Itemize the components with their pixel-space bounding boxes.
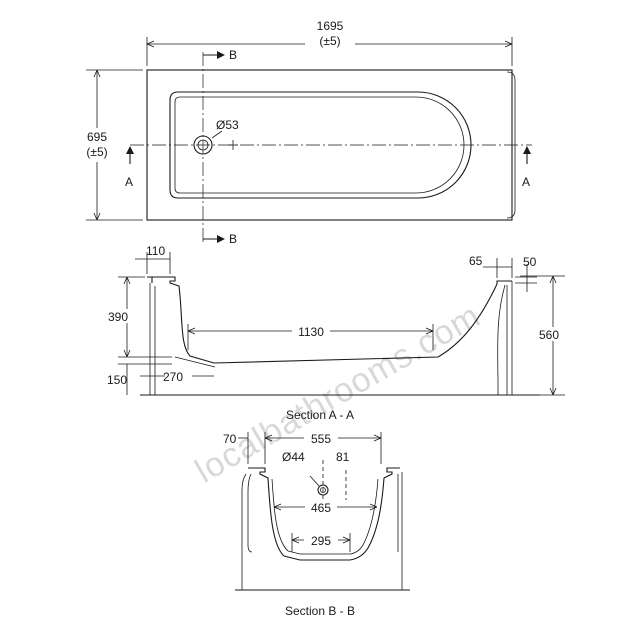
- b-mid-label: 465: [311, 501, 331, 515]
- section-a-right-panel: [506, 281, 513, 395]
- section-b-inner: [271, 478, 379, 555]
- plan-basin-inner: [174, 96, 465, 194]
- section-a-waste: [174, 356, 216, 368]
- a-rim-right-a-label: 65: [469, 254, 483, 268]
- plan-width-tolerance: (±5): [86, 145, 107, 159]
- a-rim-left-label: 110: [146, 244, 165, 258]
- section-b-right-wall: [397, 472, 403, 590]
- section-b-profile: [248, 467, 400, 561]
- plan-width-label: 695: [87, 130, 107, 144]
- plan-waste-inner: [197, 139, 209, 151]
- plan-basin-outer: [169, 91, 472, 199]
- a-floor-label: 1130: [298, 325, 324, 339]
- section-b-left-panel: [241, 473, 253, 590]
- section-a-caption: Section A - A: [286, 408, 354, 422]
- a-height-label: 560: [539, 328, 559, 342]
- section-a-right-support: [497, 284, 506, 395]
- section-a-left-wall: [149, 283, 156, 395]
- b-waste-label: Ø44: [282, 450, 305, 464]
- a-depth-label: 390: [108, 310, 128, 324]
- section-a-profile: [147, 276, 512, 364]
- plan-waste-leader: [211, 130, 223, 139]
- section-b-view: 70 555 Ø44 81 465 295 Section B - B: [223, 431, 410, 618]
- section-b-caption: Section B - B: [285, 604, 355, 618]
- a-waste-label: 270: [163, 370, 183, 384]
- plan-waste-outer: [193, 135, 213, 155]
- plan-waste-label: Ø53: [216, 118, 239, 132]
- section-a-view: 110 65 50 390 150 1130 270: [104, 244, 565, 422]
- plan-length-tolerance: (±5): [319, 34, 340, 48]
- section-a-marker-label-left: A: [125, 175, 133, 189]
- b-waste-inner: [320, 487, 326, 493]
- b-waste-leader: [309, 475, 320, 487]
- section-a-marker-label-right: A: [522, 175, 530, 189]
- a-base-label: 150: [107, 373, 127, 387]
- plan-dim-arrows: [146, 40, 513, 48]
- section-b-marker-label-top: B: [229, 48, 237, 62]
- a-rim-right-b-label: 50: [523, 255, 537, 269]
- b-base-label: 295: [311, 534, 331, 548]
- plan-dim-arrows: [93, 69, 101, 221]
- b-offset-label: 81: [336, 450, 350, 464]
- plan-length-label: 1695: [317, 19, 344, 33]
- b-top-label: 555: [311, 432, 331, 446]
- plan-view: Ø53 1695 (±5) 695 (±5) A A B B: [78, 17, 532, 246]
- b-rim-label: 70: [223, 432, 237, 446]
- section-b-marker-label-bottom: B: [229, 232, 237, 246]
